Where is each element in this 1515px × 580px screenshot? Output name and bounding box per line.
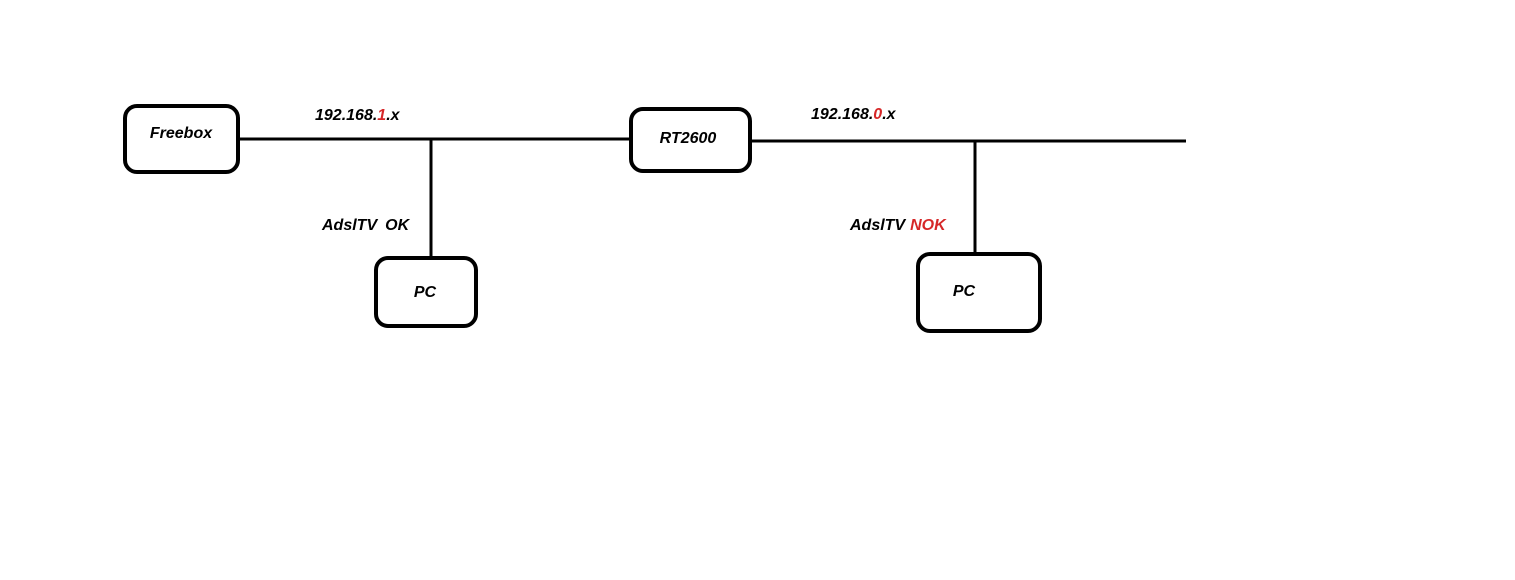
status-left-value: OK xyxy=(385,217,410,234)
subnet-right-prefix: 192.168. xyxy=(811,106,873,123)
pc-left-box xyxy=(374,256,478,328)
status-right-value: NOK xyxy=(910,217,947,234)
node-router: RT2600 xyxy=(629,107,752,173)
subnet-left-prefix: 192.168. xyxy=(315,107,377,124)
pc-right-box xyxy=(916,252,1042,333)
subnet-left-label: 192.168.1.x xyxy=(315,107,401,124)
router-box xyxy=(629,107,752,173)
freebox-box xyxy=(123,104,240,174)
node-freebox: Freebox xyxy=(123,104,240,174)
pc-left-label: PC xyxy=(414,284,437,301)
subnet-right-octet: 0 xyxy=(873,106,882,123)
subnet-left-octet: 1 xyxy=(377,107,386,124)
pc-right-label: PC xyxy=(953,283,976,300)
node-pc-left: PC xyxy=(374,256,478,328)
status-right-label: AdslTV xyxy=(849,217,906,234)
status-left: AdslTV OK xyxy=(321,217,411,234)
router-label: RT2600 xyxy=(660,130,717,147)
subnet-left-suffix: .x xyxy=(386,107,400,124)
node-pc-right: PC xyxy=(916,252,1042,333)
subnet-right-label: 192.168.0.x xyxy=(811,106,897,123)
freebox-label: Freebox xyxy=(150,125,213,142)
status-left-label: AdslTV xyxy=(321,217,378,234)
subnet-right-suffix: .x xyxy=(882,106,896,123)
